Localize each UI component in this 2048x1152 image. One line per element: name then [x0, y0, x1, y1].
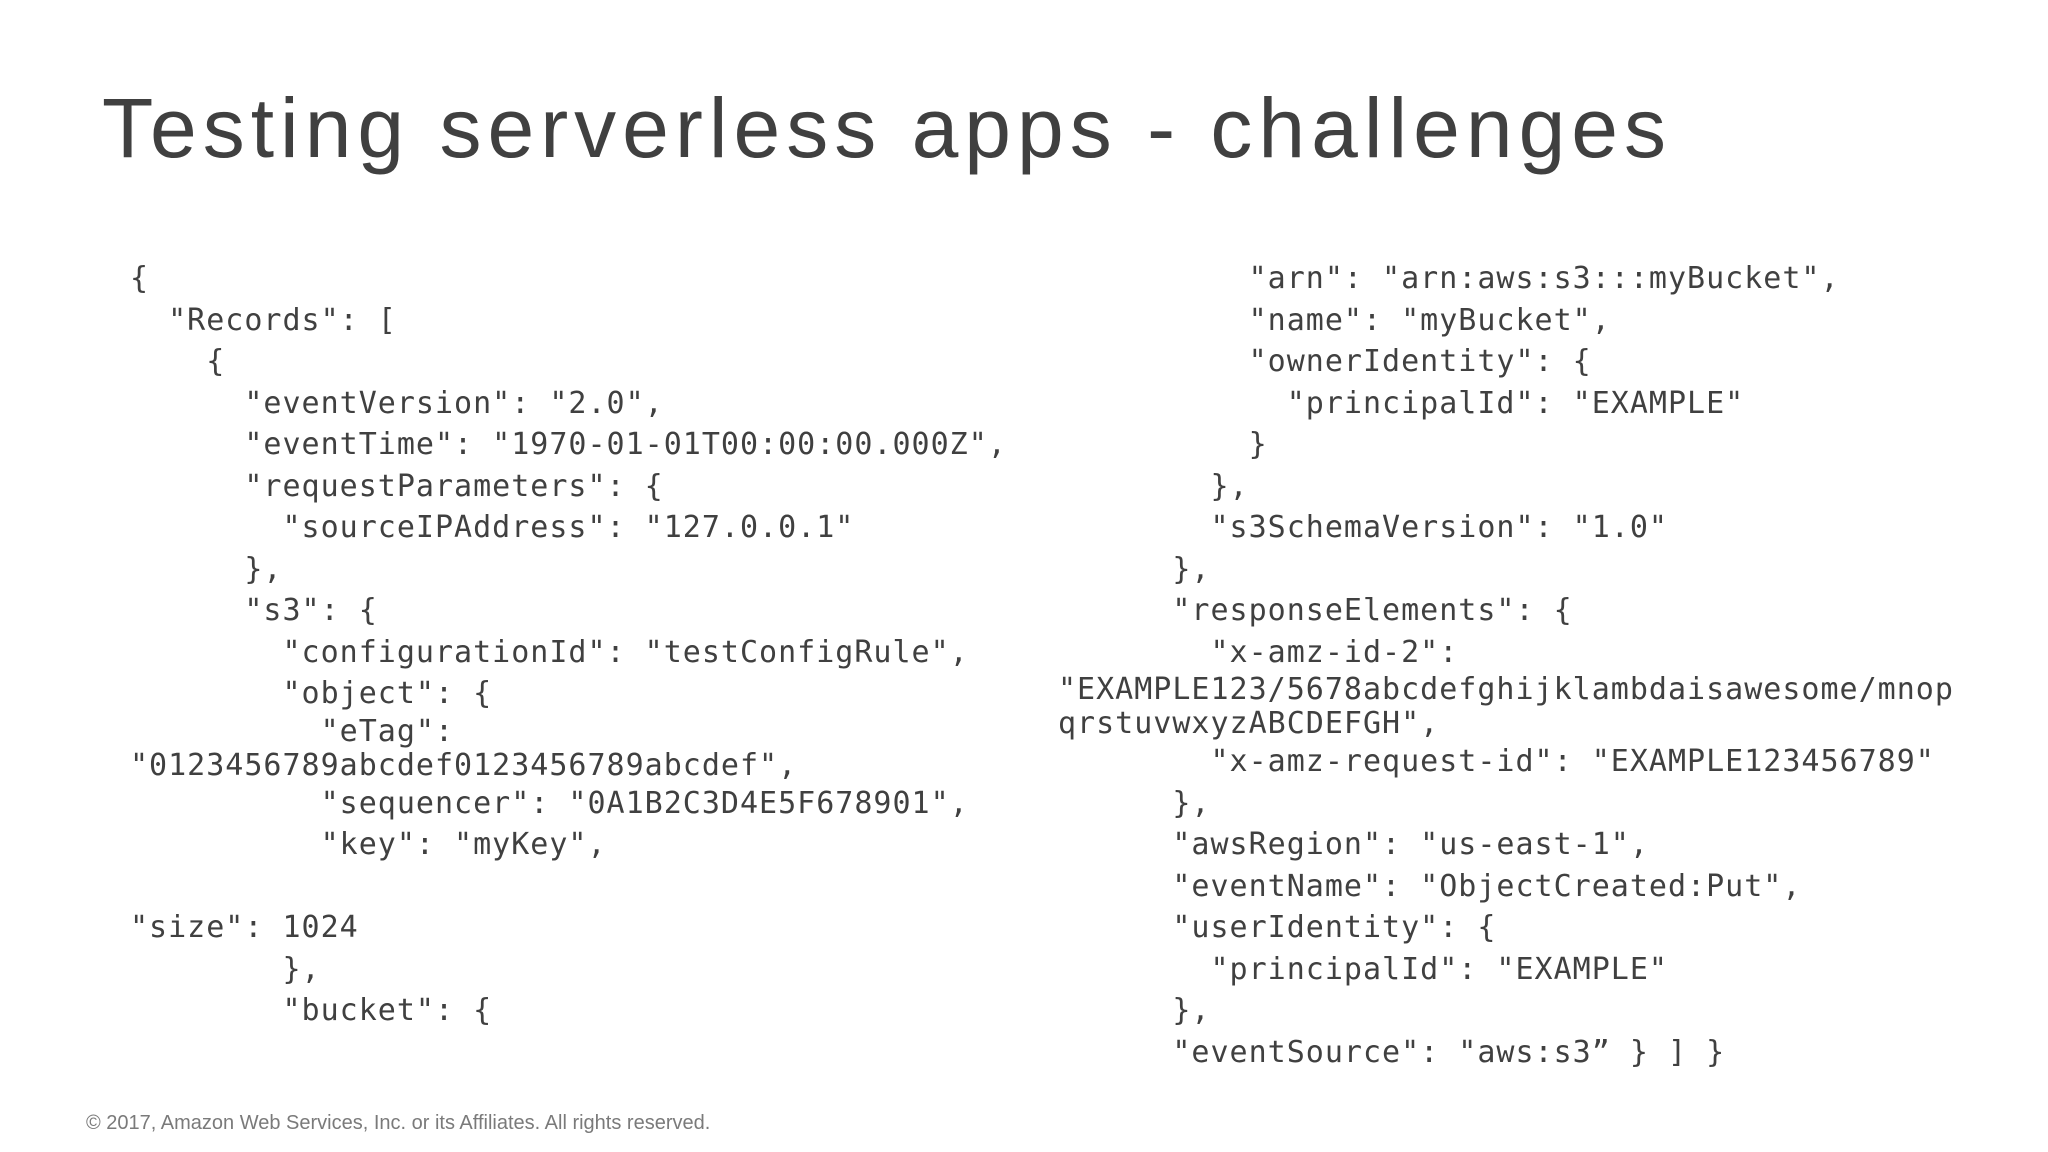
code-line: "sequencer": "0A1B2C3D4E5F678901", — [130, 785, 969, 821]
code-line: "userIdentity": { — [1058, 910, 1497, 945]
code-line: }, — [130, 551, 283, 587]
code-line: "eventVersion": "2.0", — [130, 385, 664, 421]
code-line: { — [130, 344, 226, 379]
code-line — [130, 866, 1007, 908]
code-line: "s3SchemaVersion": "1.0" — [1058, 510, 1668, 545]
code-line: "configurationId": "testConfigRule", — [130, 634, 969, 670]
code-line: "s3": { — [130, 593, 378, 628]
code-line: qrstuvwxyzABCDEFGH", — [1058, 706, 1440, 741]
code-line: "sourceIPAddress": "127.0.0.1" — [130, 510, 855, 545]
code-line: }, — [1058, 468, 1249, 504]
code-block-right: "arn": "arn:aws:s3:::myBucket", "name": … — [1058, 258, 1954, 1073]
code-line: "name": "myBucket", — [1058, 302, 1611, 338]
code-line: "Records": [ — [130, 302, 397, 338]
code-line: }, — [1058, 551, 1211, 587]
code-line: "key": "myKey", — [130, 827, 607, 862]
code-line: { — [130, 261, 150, 296]
code-line: }, — [1058, 785, 1211, 821]
code-line: "principalId": "EXAMPLE" — [1058, 385, 1745, 421]
code-line: "responseElements": { — [1058, 593, 1573, 628]
code-line: } — [1058, 427, 1268, 462]
code-line: "object": { — [130, 676, 493, 711]
code-line: "eventSource": "aws:s3” } ] } — [1058, 1034, 1726, 1070]
code-block-left: { "Records": [ { "eventVersion": "2.0", … — [130, 258, 1007, 1032]
code-line: }, — [130, 951, 321, 987]
code-line: "0123456789abcdef0123456789abcdef", — [130, 747, 798, 783]
code-line: "eventTime": "1970-01-01T00:00:00.000Z", — [130, 427, 1007, 462]
code-line: }, — [1058, 993, 1211, 1028]
code-line: "arn": "arn:aws:s3:::myBucket", — [1058, 261, 1840, 296]
code-line: "bucket": { — [130, 993, 493, 1028]
code-line: "principalId": "EXAMPLE" — [1058, 951, 1668, 987]
slide-title: Testing serverless apps - challenges — [102, 81, 1673, 175]
code-line: "eTag": — [130, 713, 455, 749]
code-line: "x-amz-request-id": "EXAMPLE123456789" — [1058, 744, 1935, 779]
code-line: "size": 1024 — [130, 910, 359, 945]
code-line: "awsRegion": "us-east-1", — [1058, 827, 1649, 862]
code-line: "ownerIdentity": { — [1058, 344, 1592, 379]
code-line: "requestParameters": { — [130, 468, 664, 504]
copyright-footer: © 2017, Amazon Web Services, Inc. or its… — [86, 1112, 711, 1134]
code-line: "EXAMPLE123/5678abcdefghijklambdaisaweso… — [1058, 672, 1954, 707]
code-line: "x-amz-id-2": — [1058, 634, 1459, 670]
code-line: "eventName": "ObjectCreated:Put", — [1058, 868, 1802, 904]
